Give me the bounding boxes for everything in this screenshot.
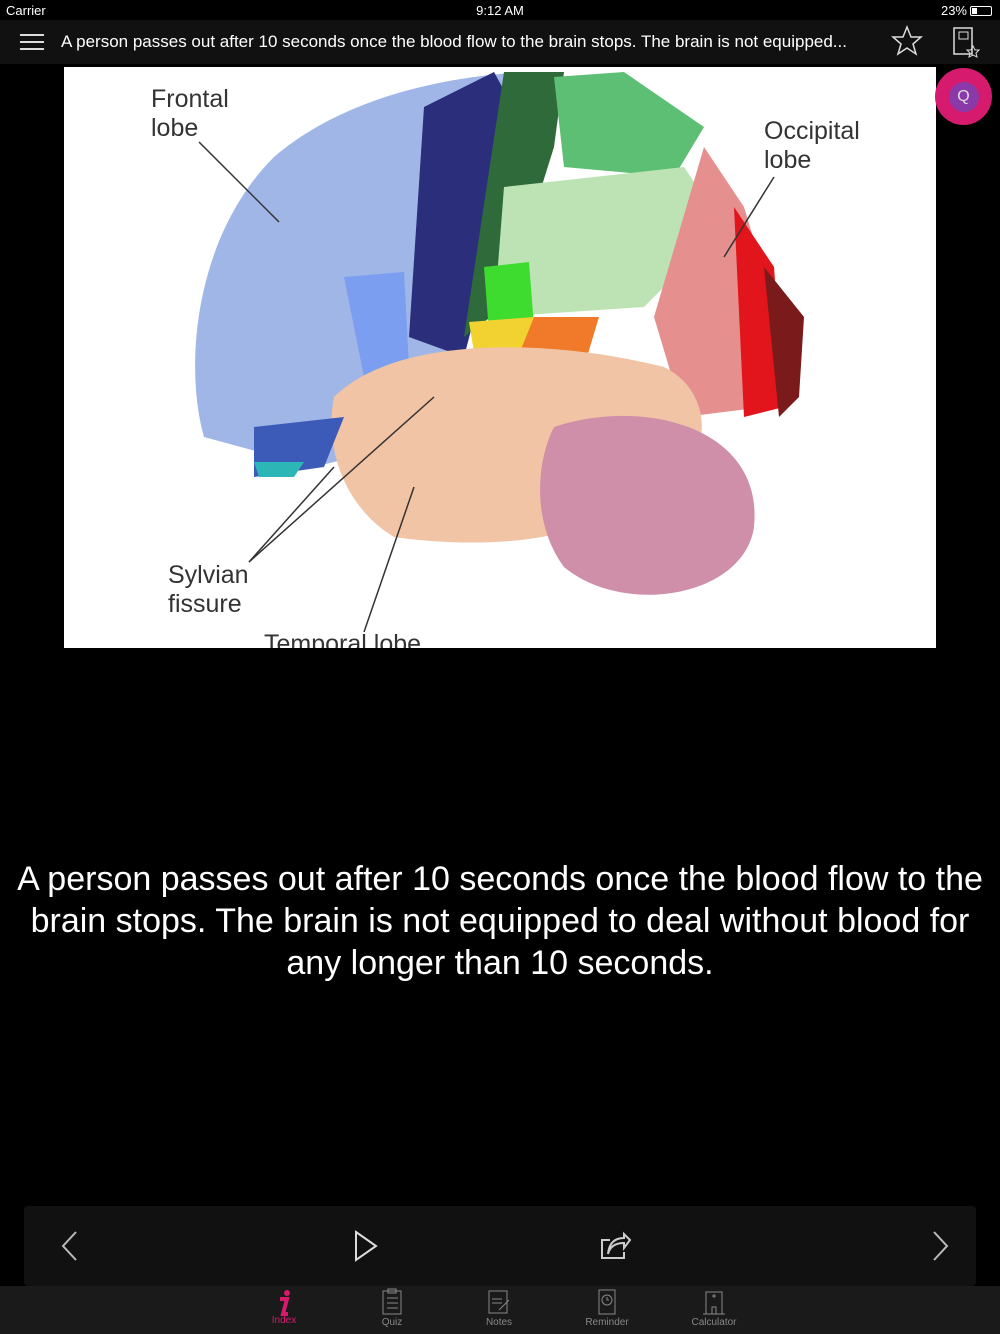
- label-temporal-lobe: Temporal lobe: [264, 630, 422, 648]
- tab-index[interactable]: Index: [239, 1286, 329, 1326]
- play-button[interactable]: [352, 1226, 380, 1266]
- tab-label: Index: [271, 1315, 297, 1326]
- brain-diagram: Frontal lobe Occipital lobe Sylvian fiss…: [64, 67, 936, 648]
- fact-text: A person passes out after 10 seconds onc…: [17, 860, 983, 982]
- next-button[interactable]: [930, 1226, 950, 1266]
- bookmark-list-icon[interactable]: [952, 26, 980, 58]
- tab-quiz[interactable]: Quiz: [347, 1286, 437, 1328]
- battery-icon: [970, 5, 992, 16]
- quiz-fab-label: Q: [948, 81, 979, 112]
- star-icon[interactable]: [890, 24, 924, 58]
- notes-icon: [488, 1290, 510, 1314]
- player-controls: [24, 1206, 976, 1286]
- hospital-icon: [703, 1291, 725, 1315]
- label-sylvian-fissure: Sylvian fissure: [168, 561, 249, 618]
- info-icon: [280, 1290, 290, 1316]
- reminder-clock-icon: [598, 1289, 616, 1315]
- status-bar: Carrier 9:12 AM 23%: [0, 0, 1000, 20]
- previous-button[interactable]: [60, 1226, 80, 1266]
- battery-percent: 23%: [940, 3, 967, 18]
- tab-bar: Index Quiz Notes Reminder Calculator: [0, 1286, 1000, 1334]
- label-frontal-lobe: Frontal lobe: [151, 85, 229, 142]
- tab-label: Reminder: [585, 1317, 629, 1328]
- tab-label: Notes: [485, 1317, 513, 1328]
- brain-illustration: [195, 72, 804, 633]
- tab-label: Calculator: [691, 1317, 737, 1328]
- quiz-fab-button[interactable]: Q: [935, 68, 992, 125]
- label-occipital-lobe: Occipital lobe: [764, 117, 860, 174]
- battery: 23%: [941, 3, 992, 18]
- clock: 9:12 AM: [476, 3, 524, 18]
- nav-bar: A person passes out after 10 seconds onc…: [0, 20, 1000, 64]
- clipboard-icon: [382, 1288, 402, 1315]
- menu-icon[interactable]: [20, 31, 44, 51]
- tab-reminder[interactable]: Reminder: [562, 1286, 652, 1328]
- tab-calculator[interactable]: Calculator: [669, 1286, 759, 1328]
- tab-notes[interactable]: Notes: [454, 1286, 544, 1328]
- page-title: A person passes out after 10 seconds onc…: [61, 32, 847, 51]
- tab-label: Quiz: [381, 1317, 403, 1328]
- share-button[interactable]: [598, 1226, 632, 1266]
- carrier: Carrier: [6, 3, 46, 18]
